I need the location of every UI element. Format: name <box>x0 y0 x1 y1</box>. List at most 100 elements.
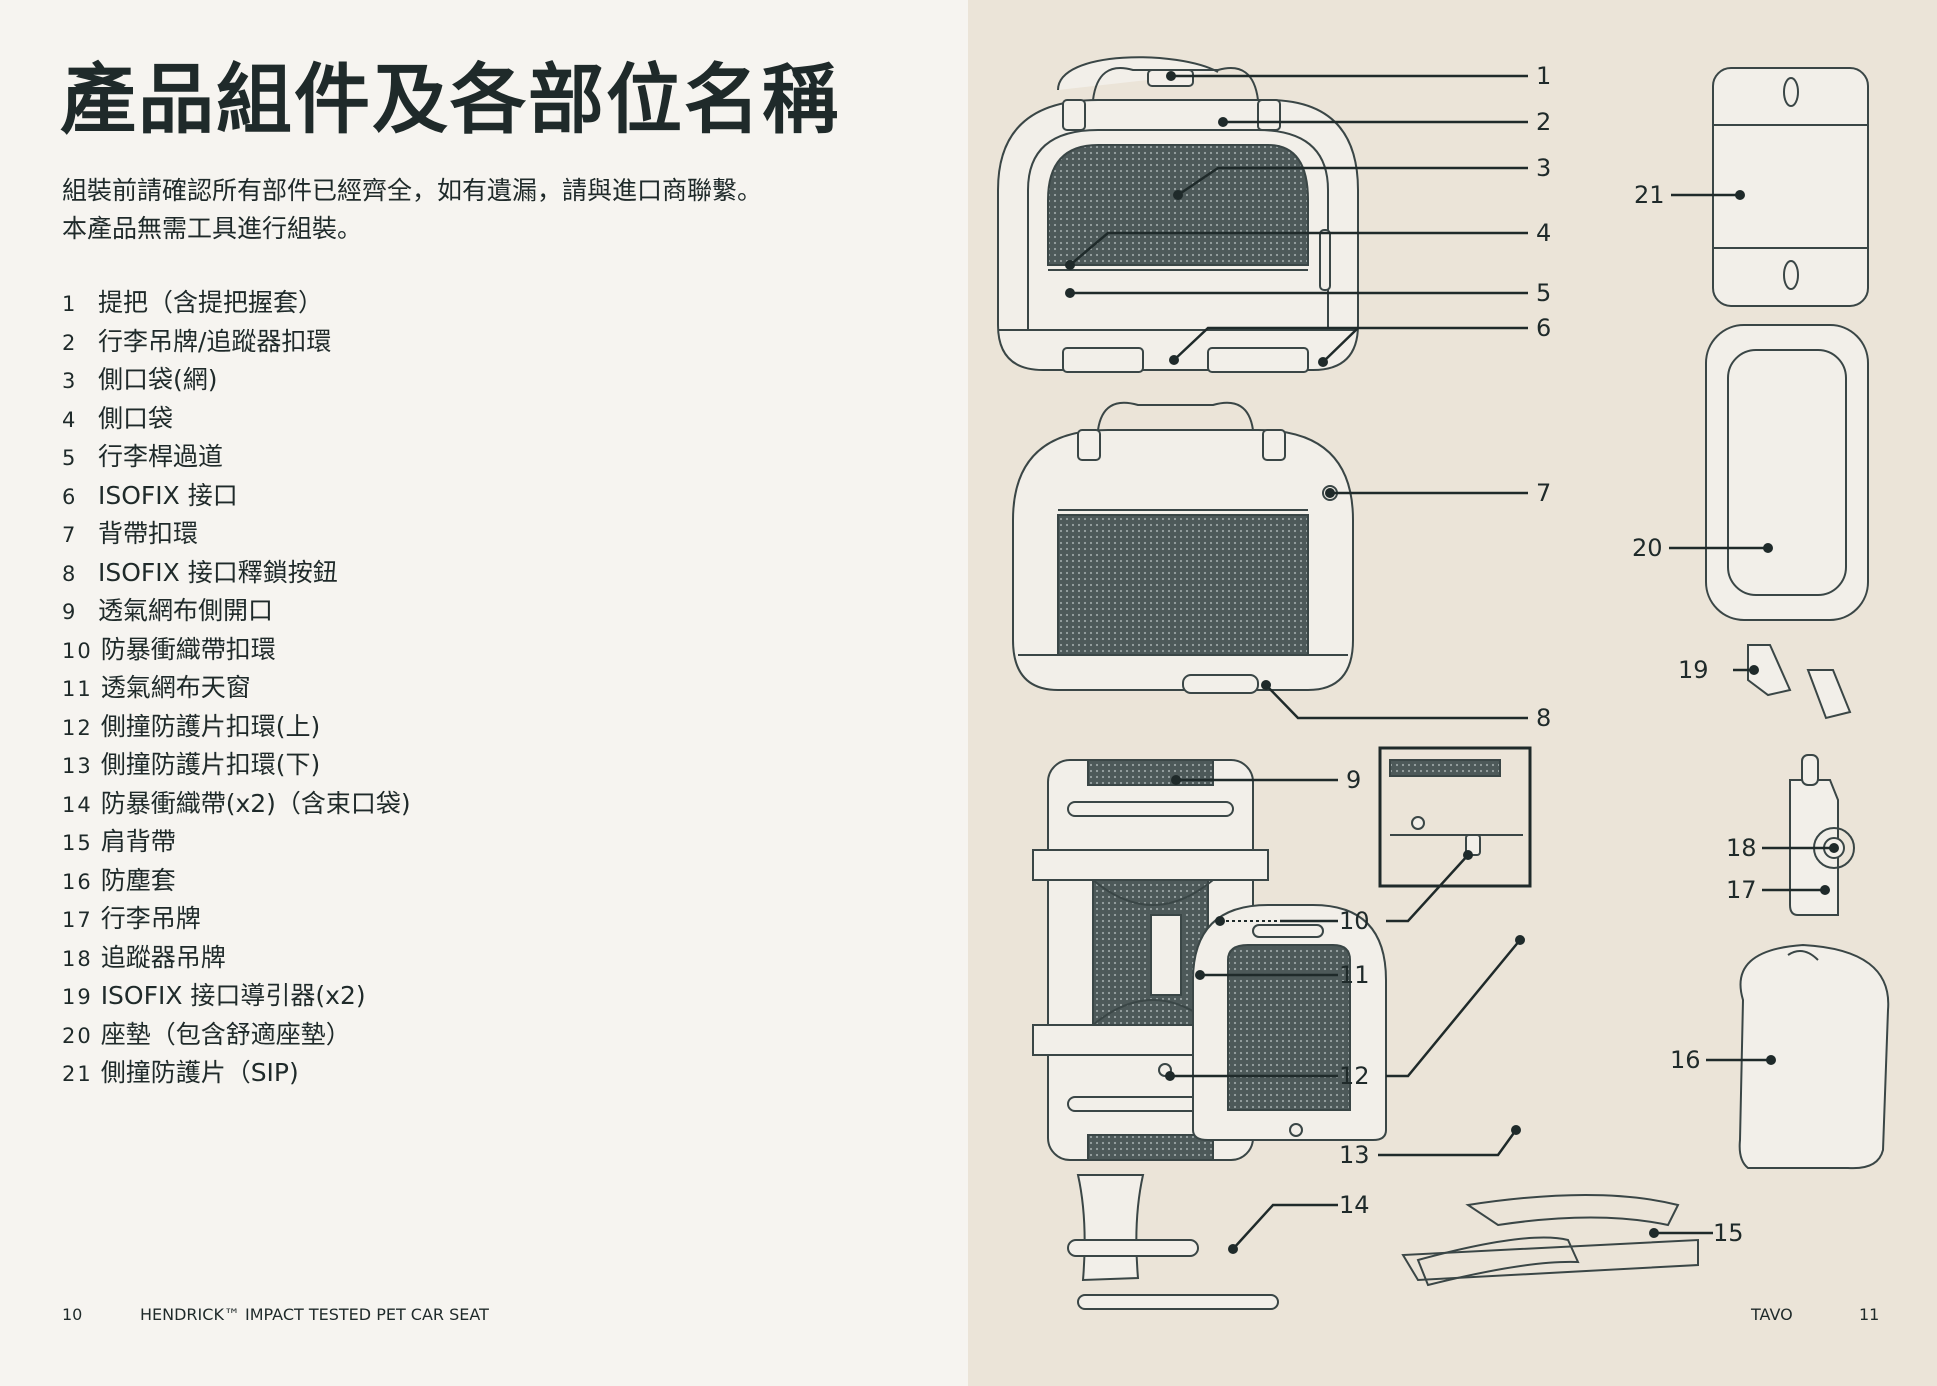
part-label: 防塵套 <box>100 865 176 895</box>
part-label: ISOFIX 接口導引器(x2) <box>100 981 366 1010</box>
part-number: 9 <box>62 600 78 624</box>
part-label: 追蹤器吊牌 <box>100 942 226 972</box>
callout-numbers: 1 2 3 4 5 6 7 8 9 10 11 12 13 14 15 16 1… <box>1339 62 1757 1247</box>
parts-list: 1 提把（含提把握套） 2 行李吊牌/追蹤器扣環 3 側口袋(網) 4 側口袋 … <box>62 284 411 1093</box>
part-label: 防暴衝織帶(x2)（含束口袋) <box>100 788 411 818</box>
part-item: 17 行李吊牌 <box>62 900 411 939</box>
part-number: 8 <box>62 561 78 586</box>
isofix-guides <box>1747 644 1852 720</box>
detail-inset <box>1378 746 1532 888</box>
part-number: 20 <box>62 1023 93 1048</box>
part-label: 行李桿過道 <box>97 442 223 471</box>
part-item: 14 防暴衝織帶(x2)（含束口袋) <box>62 785 411 824</box>
part-number: 4 <box>62 407 78 432</box>
page-title: 產品組件及各部位名稱 <box>60 55 840 144</box>
part-number: 13 <box>62 754 93 778</box>
carrier-side-view <box>997 56 1359 373</box>
part-label: 側撞防護片扣環(下) <box>100 750 321 779</box>
callout-11: 11 <box>1339 961 1370 989</box>
part-label: 背帶扣環 <box>97 519 198 548</box>
part-label: ISOFIX 接口釋鎖按鈕 <box>97 557 338 587</box>
dust-cover <box>1738 943 1890 1170</box>
part-label: 提把（含提把握套） <box>97 288 323 317</box>
side-impact-protector <box>1712 67 1869 307</box>
callout-14: 14 <box>1339 1191 1370 1219</box>
intro-line-1: 組裝前請確認所有部件已經齊全，如有遺漏，請與進口商聯繫。 <box>62 176 763 205</box>
callout-17: 17 <box>1726 876 1757 904</box>
part-label: 側口袋(網) <box>97 365 218 394</box>
callout-13: 13 <box>1339 1141 1370 1169</box>
callout-16: 16 <box>1670 1046 1701 1074</box>
carrier-mesh-side-view <box>1012 401 1354 694</box>
page-number-left: 10 <box>62 1305 83 1324</box>
callout-6: 6 <box>1536 314 1551 342</box>
part-number: 7 <box>62 523 78 547</box>
callout-8: 8 <box>1536 704 1551 732</box>
seat-pad <box>1705 324 1869 621</box>
part-number: 11 <box>62 677 93 701</box>
part-item: 7 背帶扣環 <box>62 515 411 554</box>
part-item: 4 側口袋 <box>62 400 411 439</box>
part-item: 16 防塵套 <box>62 862 411 901</box>
part-item: 1 提把（含提把握套） <box>62 284 411 323</box>
tether-strap <box>1067 1174 1279 1310</box>
part-number: 12 <box>62 715 93 740</box>
footer-brand: TAVO <box>1751 1305 1793 1324</box>
part-label: 透氣網布側開口 <box>97 596 273 625</box>
part-item: 10 防暴衝織帶扣環 <box>62 631 411 670</box>
part-label: 行李吊牌 <box>100 904 201 933</box>
part-label: 透氣網布天窗 <box>100 673 251 702</box>
part-item: 19 ISOFIX 接口導引器(x2) <box>62 977 411 1016</box>
part-number: 17 <box>62 908 93 932</box>
callout-7: 7 <box>1536 479 1551 507</box>
page-number-right: 11 <box>1859 1305 1880 1324</box>
part-item: 3 側口袋(網) <box>62 361 411 400</box>
callout-15: 15 <box>1713 1219 1744 1247</box>
part-item: 6 ISOFIX 接口 <box>62 477 411 516</box>
part-label: 側口袋 <box>97 403 173 433</box>
part-item: 15 肩背帶 <box>62 823 411 862</box>
callout-9: 9 <box>1346 766 1361 794</box>
intro-text: 組裝前請確認所有部件已經齊全，如有遺漏，請與進口商聯繫。 本產品無需工具進行組裝… <box>62 172 922 248</box>
part-item: 2 行李吊牌/追蹤器扣環 <box>62 323 411 362</box>
callout-2: 2 <box>1536 108 1551 136</box>
callout-19: 19 <box>1678 656 1709 684</box>
callout-10: 10 <box>1339 907 1370 935</box>
part-item: 11 透氣網布天窗 <box>62 669 411 708</box>
callout-3: 3 <box>1536 154 1551 182</box>
part-label: 側撞防護片扣環(上) <box>100 711 321 741</box>
part-item: 20 座墊（包含舒適座墊） <box>62 1016 411 1055</box>
part-number: 14 <box>62 792 93 817</box>
part-number: 16 <box>62 869 93 894</box>
callout-21: 21 <box>1634 181 1665 209</box>
part-number: 6 <box>62 484 78 509</box>
part-item: 13 側撞防護片扣環(下) <box>62 746 411 785</box>
part-label: 行李吊牌/追蹤器扣環 <box>97 326 332 356</box>
callout-5: 5 <box>1536 279 1551 307</box>
part-item: 21 側撞防護片（SIP) <box>62 1054 411 1093</box>
intro-line-2: 本產品無需工具進行組裝。 <box>62 214 363 243</box>
part-number: 3 <box>62 369 78 393</box>
part-number: 2 <box>62 330 78 355</box>
footer-product-name: HENDRICK™ IMPACT TESTED PET CAR SEAT <box>140 1305 489 1324</box>
callout-1: 1 <box>1536 62 1551 90</box>
part-number: 18 <box>62 946 93 971</box>
part-number: 10 <box>62 638 93 663</box>
parts-diagram: 1 2 3 4 5 6 7 8 9 10 11 12 13 14 15 16 1… <box>997 56 1890 1310</box>
callout-18: 18 <box>1726 834 1757 862</box>
part-item: 5 行李桿過道 <box>62 438 411 477</box>
part-item: 12 側撞防護片扣環(上) <box>62 708 411 747</box>
part-item: 8 ISOFIX 接口釋鎖按鈕 <box>62 554 411 593</box>
left-page: 產品組件及各部位名稱 組裝前請確認所有部件已經齊全，如有遺漏，請與進口商聯繫。 … <box>0 0 968 1386</box>
part-item: 9 透氣網布側開口 <box>62 592 411 631</box>
callout-20: 20 <box>1632 534 1663 562</box>
part-label: 側撞防護片（SIP) <box>100 1058 299 1087</box>
callout-4: 4 <box>1536 219 1551 247</box>
part-number: 15 <box>62 831 93 855</box>
part-number: 21 <box>62 1062 93 1086</box>
part-number: 1 <box>62 292 78 316</box>
part-label: 肩背帶 <box>100 827 176 856</box>
part-item: 18 追蹤器吊牌 <box>62 939 411 978</box>
callout-12: 12 <box>1339 1062 1370 1090</box>
callout-leaders <box>1065 71 1839 1254</box>
